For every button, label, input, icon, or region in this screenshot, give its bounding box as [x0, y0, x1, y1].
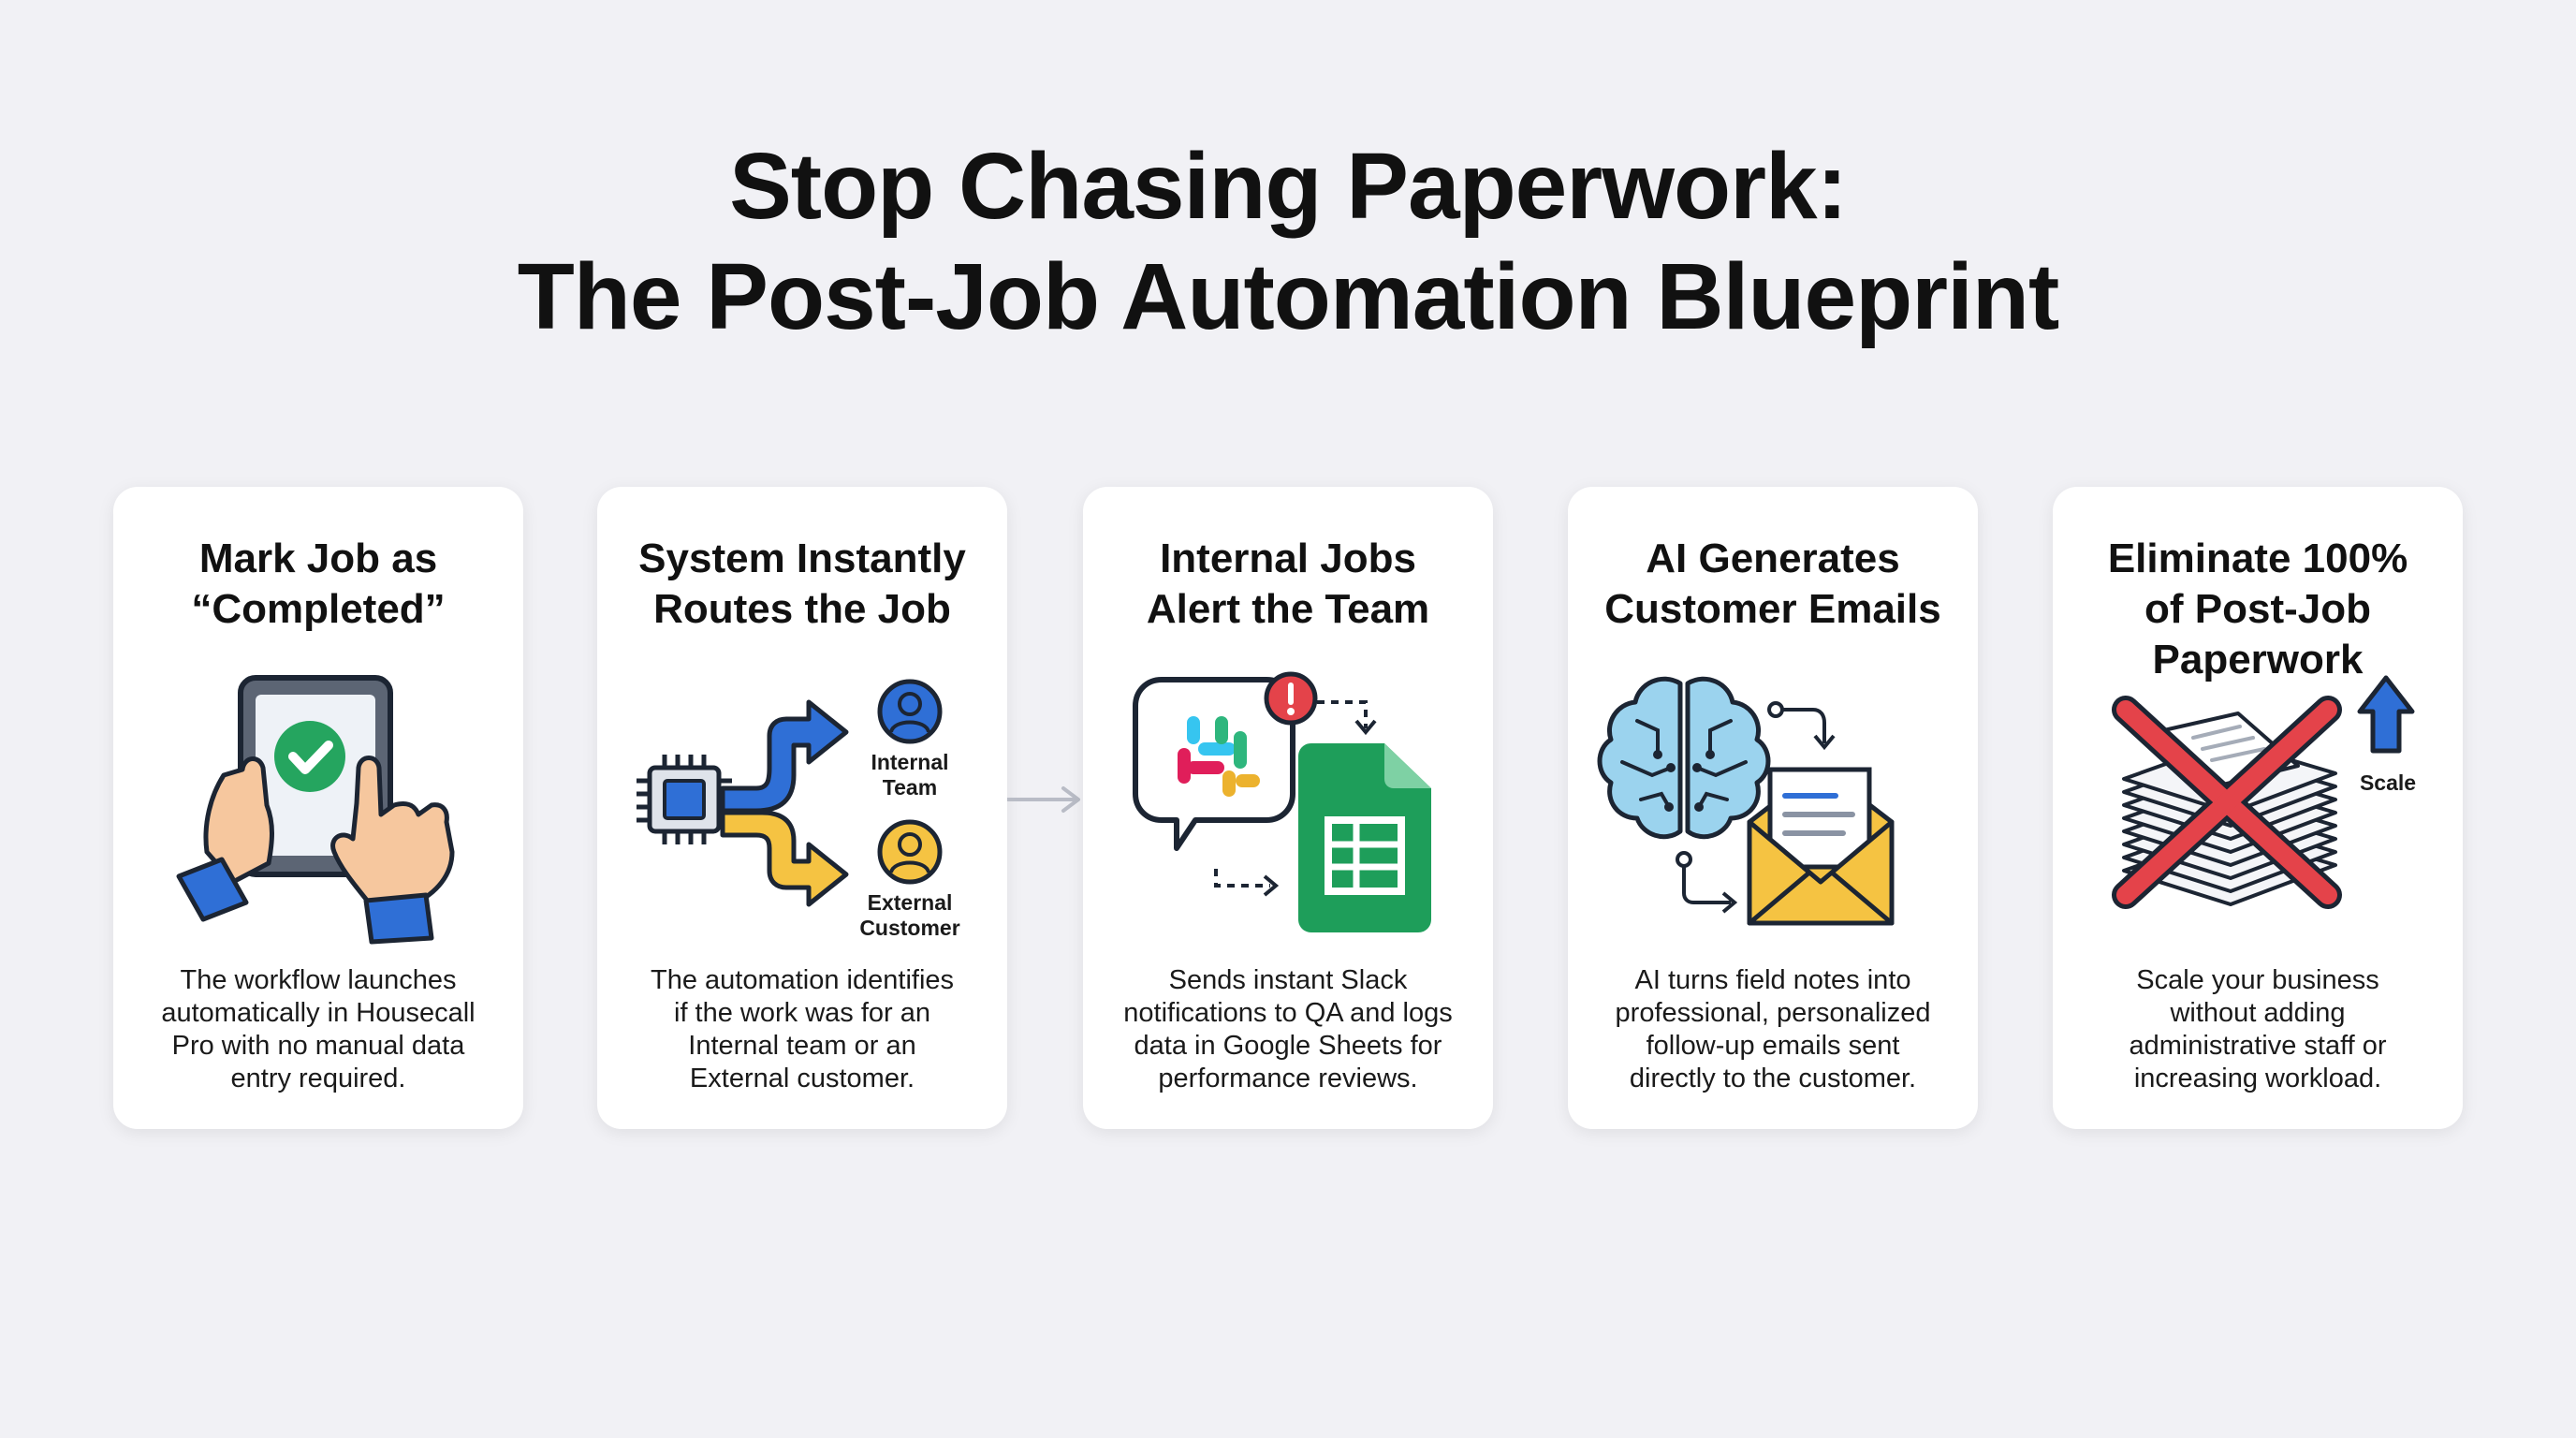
step-card-4: AI Generates Customer Emails AI turns fi… [1568, 487, 1978, 1129]
brain-email-icon [1597, 676, 1895, 926]
external-customer-label: External [868, 890, 953, 915]
step-5-description: Scale your business without adding admin… [2129, 965, 2387, 1093]
slack-sheets-icon [1133, 671, 1431, 932]
page-title: Stop Chasing Paperwork: The Post-Job Aut… [0, 131, 2576, 352]
external-customer-label-2: Customer [859, 916, 959, 940]
step-1-title: Mark Job as “Completed” [191, 536, 446, 632]
step-card-3: Internal Jobs Alert the Team Se [1083, 487, 1493, 1129]
step-5-title: Eliminate 100% of Post-Job Paperwork [2107, 536, 2408, 682]
internal-team-label-2: Team [883, 775, 937, 800]
step-1-description: The workflow launches automatically in H… [161, 965, 476, 1093]
title-line-2: The Post-Job Automation Blueprint [517, 244, 2060, 349]
crossed-paperwork-icon: Scale [2112, 675, 2416, 909]
step-2-title: System Instantly Routes the Job [638, 536, 966, 632]
step-4-title: AI Generates Customer Emails [1604, 536, 1941, 632]
step-2-description: The automation identifies if the work wa… [650, 965, 955, 1093]
connector-arrow-icon [1007, 786, 1080, 813]
tablet-checkmark-icon [176, 675, 455, 945]
internal-team-label: Internal [871, 750, 948, 774]
title-line-1: Stop Chasing Paperwork: [729, 134, 1848, 239]
step-3-description: Sends instant Slack notifications to QA … [1123, 965, 1453, 1093]
step-card-1: Mark Job as “Completed” The workflow lau… [113, 487, 523, 1129]
routing-chip-icon: Internal Team External Customer [637, 679, 960, 940]
step-card-2: System Instantly Routes the Job Internal… [597, 487, 1007, 1129]
step-card-5: Eliminate 100% of Post-Job Paperwork Sca… [2053, 487, 2463, 1129]
step-4-description: AI turns field notes into professional, … [1615, 965, 1931, 1093]
step-3-title: Internal Jobs Alert the Team [1146, 536, 1430, 632]
scale-label: Scale [2360, 770, 2416, 795]
